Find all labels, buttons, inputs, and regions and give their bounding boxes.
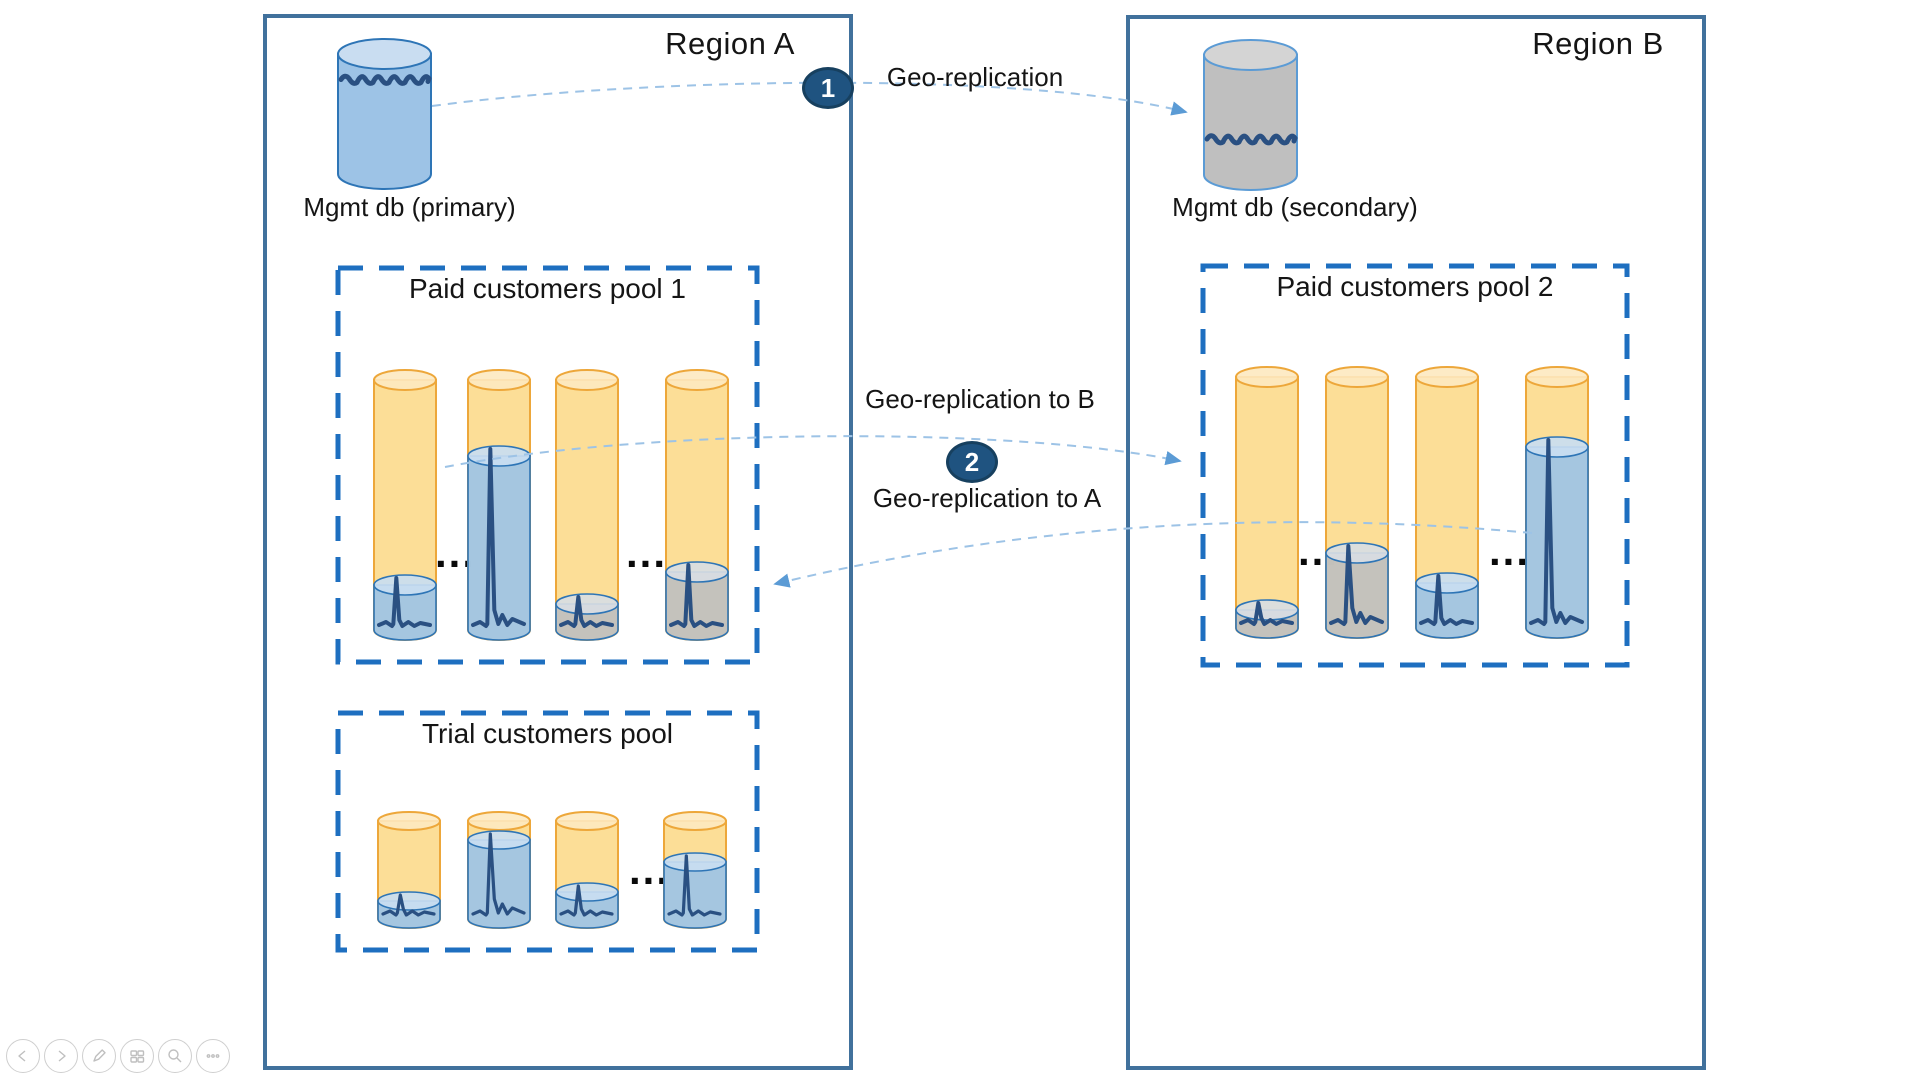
next-slide-icon (58, 1050, 66, 1062)
pool-databases (1235, 366, 1589, 639)
pool-dashed-border (1200, 263, 1630, 668)
mgmt-db-secondary-cylinder (1203, 38, 1298, 199)
see-all-slides-icon (130, 1050, 145, 1063)
database-cylinder (1235, 366, 1299, 639)
database-cylinder (373, 369, 437, 641)
pen-tools-icon (93, 1049, 106, 1062)
database-cylinder (1325, 366, 1389, 639)
more-options-button[interactable] (196, 1039, 230, 1073)
mgmt-db-secondary-label: Mgmt db (secondary) (1172, 192, 1418, 222)
previous-slide-icon (18, 1050, 26, 1062)
database-cylinder (1525, 366, 1589, 639)
database-cylinder (377, 811, 441, 929)
database-cylinder (663, 811, 727, 929)
pool-trial-box: Trial customers pool ... (335, 710, 760, 953)
pool-databases (377, 811, 727, 929)
pool-databases (373, 369, 729, 641)
region-a-title: Region A (665, 26, 795, 61)
database-cylinder (467, 369, 531, 641)
mgmt-db-primary-label: Mgmt db (primary) (303, 192, 516, 222)
geo-replication-label: Geo-replication (886, 62, 1064, 92)
database-cylinder (1203, 39, 1298, 191)
pool-paid-1-title: Paid customers pool 1 (408, 273, 687, 304)
previous-slide-button[interactable] (6, 1039, 40, 1073)
mgmt-db-primary-cylinder (337, 37, 432, 198)
database-cylinder (555, 811, 619, 929)
more-options-icon (206, 1054, 220, 1058)
pool-paid-2-title: Paid customers pool 2 (1276, 271, 1554, 302)
database-cylinder (467, 811, 531, 929)
next-slide-button[interactable] (44, 1039, 78, 1073)
database-cylinder (555, 369, 619, 641)
zoom-slide-button[interactable] (158, 1039, 192, 1073)
see-all-slides-button[interactable] (120, 1039, 154, 1073)
step-1-badge: 1 (802, 67, 854, 109)
database-cylinder (1415, 366, 1479, 639)
pool-trial-title: Trial customers pool (421, 718, 674, 749)
pool-paid-2-box: Paid customers pool 2 ...... (1200, 263, 1630, 668)
region-b-title: Region B (1532, 26, 1664, 61)
pool-dashed-border (335, 710, 760, 953)
database-cylinder (665, 369, 729, 641)
geo-replication-to-a-label: Geo-replication to A (872, 483, 1102, 513)
geo-replication-to-b-label: Geo-replication to B (865, 384, 1095, 414)
zoom-slide-icon (168, 1049, 182, 1063)
pool-paid-1-box: Paid customers pool 1 ...... (335, 265, 760, 665)
step-2-badge: 2 (946, 441, 998, 483)
database-cylinder (337, 38, 432, 190)
pen-tools-button[interactable] (82, 1039, 116, 1073)
slideshow-toolbar (6, 1039, 230, 1073)
